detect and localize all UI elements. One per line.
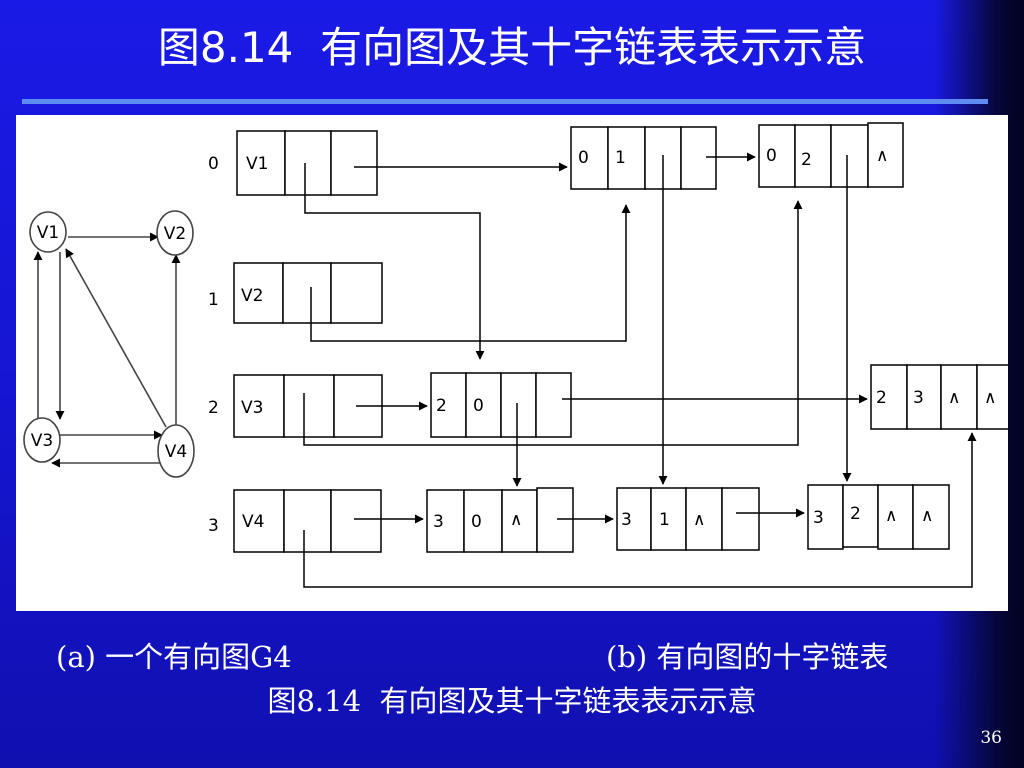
arc-node-0-1: 0 1 bbox=[570, 126, 717, 190]
vertex-v2: V2 bbox=[156, 210, 194, 256]
row-index-3: 3 bbox=[208, 516, 219, 536]
arc-0-2-null: ∧ bbox=[876, 146, 888, 166]
page-number: 36 bbox=[980, 728, 1002, 748]
arc-node-3-2: 3 2 ∧ ∧ bbox=[807, 484, 950, 550]
vertex-v4-label: V4 bbox=[165, 442, 187, 462]
arc-0-1-tail: 0 bbox=[578, 148, 589, 168]
arc-0-1-head: 1 bbox=[615, 148, 626, 168]
vertex-v3: V3 bbox=[23, 417, 61, 463]
head-node-v1-label: V1 bbox=[246, 154, 268, 174]
arc-2-3-null-2: ∧ bbox=[984, 388, 996, 408]
orthogonal-list: 0 1 2 3 V1 V2 V3 bbox=[208, 122, 1008, 588]
arc-node-3-1: 3 1 ∧ bbox=[616, 487, 760, 551]
directed-graph-g4 bbox=[33, 232, 181, 468]
row-index-1: 1 bbox=[208, 290, 219, 310]
arc-3-1-head: 1 bbox=[659, 510, 670, 530]
row-index-0: 0 bbox=[208, 154, 219, 174]
arc-node-2-3: 2 3 ∧ ∧ bbox=[870, 364, 1008, 430]
caption-b: (b) 有向图的十字链表 bbox=[606, 640, 889, 674]
vertex-v2-label: V2 bbox=[164, 224, 186, 244]
arc-0-2-tail: 0 bbox=[766, 146, 777, 166]
arc-3-1-null: ∧ bbox=[693, 510, 705, 530]
head-node-v4-label: V4 bbox=[242, 512, 264, 532]
title-underline bbox=[22, 99, 988, 104]
figure-panel: V1 V2 V3 V4 0 1 2 3 V1 bbox=[16, 115, 1008, 611]
vertex-v3-label: V3 bbox=[31, 431, 53, 451]
link-v2-firstin bbox=[310, 204, 631, 342]
slide-title: 图8.14 有向图及其十字链表表示示意 bbox=[157, 23, 867, 72]
arc-node-0-2: 0 2 ∧ bbox=[758, 122, 904, 188]
link-v1-firstin bbox=[304, 163, 485, 360]
arc-3-2-null-2: ∧ bbox=[921, 506, 933, 526]
caption-figure-title: 图8.14 有向图及其十字链表表示示意 bbox=[267, 684, 757, 718]
head-node-v3-label: V3 bbox=[241, 398, 263, 418]
arc-3-0-null: ∧ bbox=[510, 510, 522, 530]
arc-3-1-tail: 3 bbox=[621, 510, 632, 530]
link-v4-firstin bbox=[303, 432, 977, 588]
arc-node-2-0: 2 0 bbox=[430, 372, 572, 438]
arc-2-0-head: 0 bbox=[473, 396, 484, 416]
arc-3-2-tail: 3 bbox=[813, 508, 824, 528]
arc-3-2-head: 2 bbox=[850, 504, 861, 524]
arc-3-0-tail: 3 bbox=[433, 512, 444, 532]
arc-2-0-tail: 2 bbox=[436, 396, 447, 416]
arc-2-3-head: 3 bbox=[913, 388, 924, 408]
link-v3-firstin bbox=[303, 200, 803, 446]
arc-2-3-tail: 2 bbox=[876, 388, 887, 408]
head-node-v2-label: V2 bbox=[241, 286, 263, 306]
head-node-v2: V2 bbox=[233, 262, 383, 324]
arc-2-3-null-1: ∧ bbox=[948, 388, 960, 408]
arc-node-3-0: 3 0 ∧ bbox=[426, 487, 574, 553]
edge-v4-v1 bbox=[65, 248, 167, 428]
caption-a: (a) 一个有向图G4 bbox=[56, 640, 292, 674]
arc-0-2-head: 2 bbox=[801, 150, 812, 170]
head-node-v1: V1 bbox=[236, 130, 378, 196]
row-index-2: 2 bbox=[208, 398, 219, 418]
arc-3-0-head: 0 bbox=[471, 512, 482, 532]
vertex-v1-label: V1 bbox=[37, 223, 59, 243]
arc-3-2-null-1: ∧ bbox=[885, 506, 897, 526]
head-node-v4: V4 bbox=[233, 489, 382, 553]
figure-svg: V1 V2 V3 V4 0 1 2 3 V1 bbox=[23, 122, 1008, 588]
vertex-v1: V1 bbox=[29, 211, 67, 253]
vertex-v4: V4 bbox=[157, 424, 195, 478]
